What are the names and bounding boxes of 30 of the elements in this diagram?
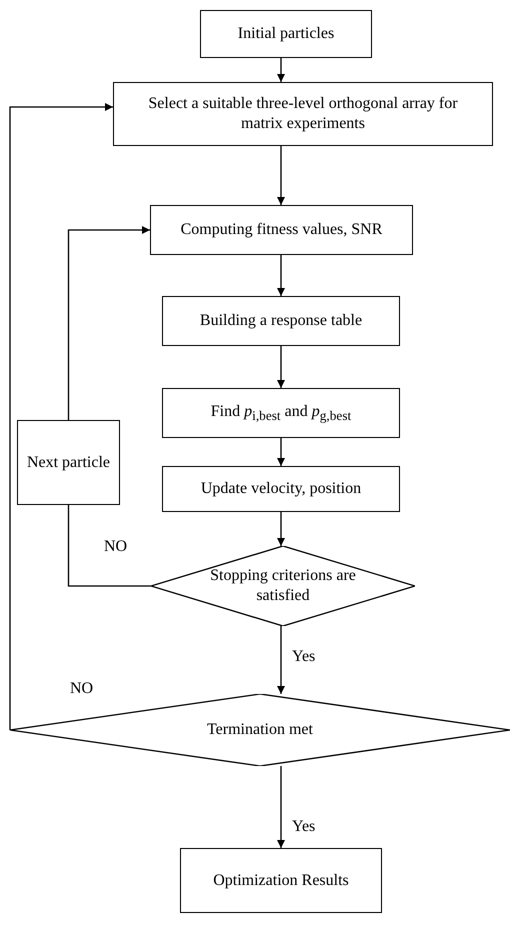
- step-text: Optimization Results: [213, 870, 349, 890]
- arrow: [9, 103, 113, 730]
- step-text: Next particle: [26, 452, 110, 472]
- process-box: [113, 82, 493, 146]
- decision-diamond: [10, 694, 510, 766]
- step-text: Initial particles: [238, 24, 334, 44]
- step-text: Find p$_{i,best}$ and p$_{g,best}$: [210, 402, 352, 424]
- process-box: [150, 205, 413, 255]
- arrow: [277, 346, 285, 388]
- step-text: Select a suitable three-level orthogonal array for matrix experiments: [147, 94, 459, 134]
- decision-diamond: [151, 546, 415, 626]
- arrow: [277, 255, 285, 296]
- step-text: Building a response table: [200, 311, 362, 331]
- arrow: [277, 146, 285, 205]
- process-box: [162, 466, 400, 512]
- arrow: [277, 766, 285, 848]
- arrow: [277, 512, 285, 546]
- process-box: [180, 848, 382, 913]
- arrow: [277, 58, 285, 82]
- arrow: [277, 626, 285, 694]
- step-text: Computing fitness values, SNR: [180, 220, 382, 240]
- process-box: [162, 388, 400, 438]
- process-box: [17, 420, 120, 505]
- arrow: [277, 438, 285, 466]
- step-text: Update velocity, position: [200, 479, 362, 499]
- arrow: [68, 226, 150, 420]
- step-text: Termination met: [207, 720, 313, 740]
- process-box: [162, 296, 400, 346]
- step-text: Stopping criterions are satisfied: [209, 566, 357, 606]
- process-box: [200, 10, 372, 58]
